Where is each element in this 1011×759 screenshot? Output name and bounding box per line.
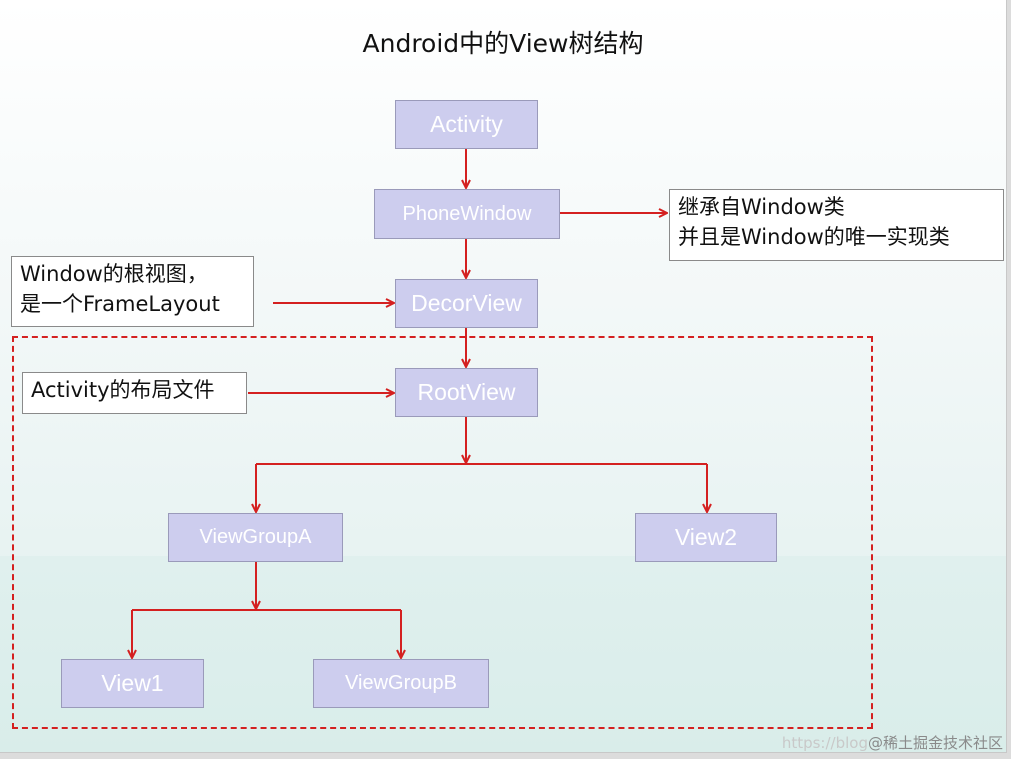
node-view2: View2 (635, 513, 777, 562)
note-decor-view: Window的根视图， 是一个FrameLayout (11, 256, 254, 327)
watermark: https://blog@稀土掘金技术社区 (782, 732, 1003, 753)
view-tree-dashed-region (12, 336, 873, 729)
node-view-group-b: ViewGroupB (313, 659, 489, 708)
watermark-url: https://blog (781, 734, 868, 752)
watermark-brand: @稀土掘金技术社区 (867, 734, 1003, 752)
note-decor-view-line1: Window的根视图， (20, 262, 208, 286)
diagram-title: Android中的View树结构 (362, 29, 644, 58)
note-decor-view-line2: 是一个FrameLayout (20, 292, 220, 316)
node-root-view: RootView (395, 368, 538, 417)
note-phone-window-line2: 并且是Window的唯一实现类 (678, 225, 950, 249)
slide-lower-band (0, 556, 1006, 752)
node-phone-window: PhoneWindow (374, 189, 560, 239)
node-view-group-a: ViewGroupA (168, 513, 343, 562)
node-decor-view: DecorView (395, 279, 538, 328)
note-root-view-line1: Activity的布局文件 (31, 378, 215, 402)
node-view1: View1 (61, 659, 204, 708)
note-phone-window-line1: 继承自Window类 (678, 195, 845, 219)
node-activity: Activity (395, 100, 538, 149)
note-root-view: Activity的布局文件 (22, 372, 247, 414)
note-phone-window: 继承自Window类 并且是Window的唯一实现类 (669, 189, 1004, 261)
